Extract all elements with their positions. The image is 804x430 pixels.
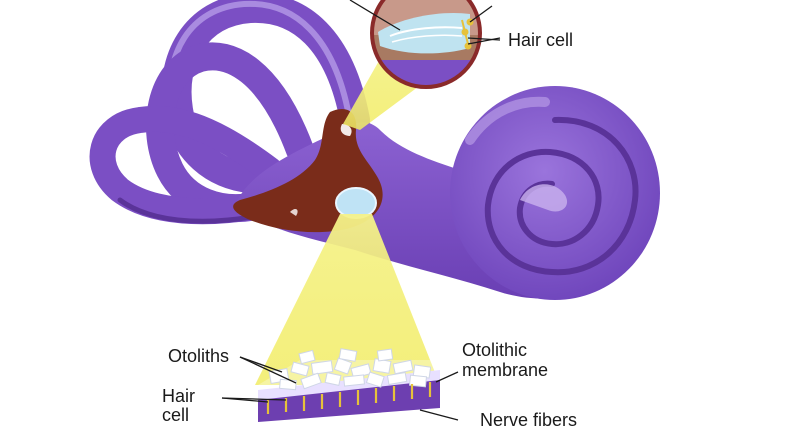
otolithic-membrane-label-line1: Otolithic [462, 340, 528, 360]
hair-cells-bottom [266, 382, 432, 414]
cochlea [450, 86, 660, 300]
otoliths-label: Otoliths [168, 346, 230, 366]
hair-cell-top-label: Hair cell [508, 30, 574, 50]
bottom-leader-lines [221, 356, 459, 421]
hair-cell-bottom-label-line2: cell [162, 405, 190, 425]
otolith-crystals [268, 348, 432, 391]
cupula-magnified-circle [370, 0, 482, 89]
lower-zoom-cone [255, 214, 440, 385]
semicircular-canals [89, 0, 370, 225]
nerve-fibers-label: Nerve fibers [480, 410, 578, 430]
hair-cell-bottom-label-line1: Hair [162, 386, 196, 406]
otolith-block [258, 348, 440, 422]
top-leader-lines [349, 0, 501, 45]
macula-spot [335, 187, 377, 219]
lateral-canal [89, 105, 313, 225]
otolithic-membrane-label-line2: membrane [462, 360, 549, 380]
